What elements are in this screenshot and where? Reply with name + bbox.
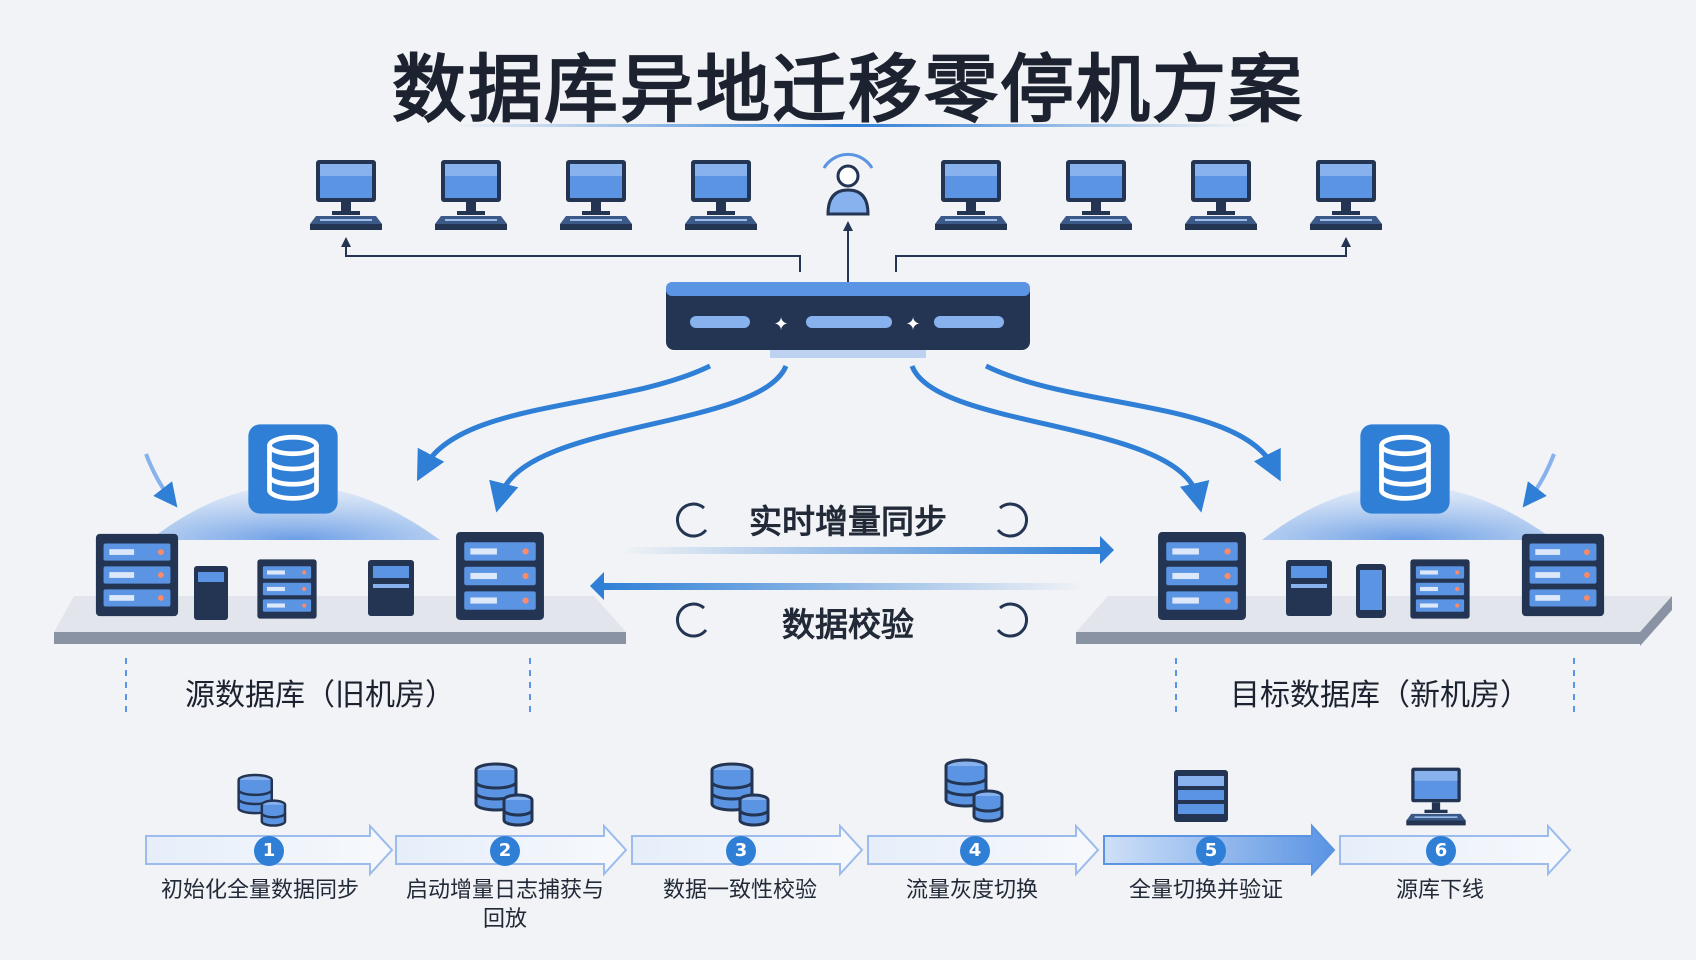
load-balancer-icon: ✦ ✦ — [666, 282, 1030, 358]
target-db-label: 目标数据库（新机房） — [1230, 678, 1530, 713]
verify-label: 数据校验 — [782, 605, 914, 644]
step-number: 1 — [254, 836, 284, 866]
source-datacenter — [54, 424, 626, 716]
step-label: 数据一致性校验 — [662, 878, 817, 903]
page-title: 数据库异地迁移零停机方案 — [392, 47, 1304, 133]
step-number: 4 — [960, 836, 990, 866]
server-rack-icon — [1410, 559, 1470, 619]
monitor-icon — [685, 160, 757, 230]
svg-text:✦: ✦ — [905, 314, 920, 335]
server-rack-icon — [257, 559, 317, 619]
user-icon — [822, 152, 874, 216]
step-label: 流量灰度切换 — [905, 878, 1038, 903]
monitor-icon — [935, 160, 1007, 230]
step-number: 6 — [1426, 836, 1456, 866]
title-underline — [452, 124, 1252, 127]
refresh-icon — [996, 502, 1029, 538]
database-icon — [237, 773, 287, 828]
database-icon — [710, 762, 770, 827]
step-number: 5 — [1196, 836, 1226, 866]
database-icon — [1360, 424, 1449, 513]
database-icon — [474, 762, 534, 827]
step-timeline — [145, 758, 1572, 877]
step-number: 2 — [490, 836, 520, 866]
monitor-icon — [435, 160, 507, 230]
step-label: 源库下线 — [1395, 878, 1484, 903]
monitor-icon — [560, 160, 632, 230]
source-db-label: 源数据库（旧机房） — [185, 678, 455, 713]
step-number: 3 — [726, 836, 756, 866]
database-icon — [944, 758, 1004, 823]
sync-arrows — [590, 536, 1114, 600]
server-rack-icon — [1158, 532, 1246, 620]
step-label: 启动增量日志捕获与回放 — [405, 878, 604, 932]
refresh-icon — [996, 602, 1029, 638]
step-label: 全量切换并验证 — [1128, 878, 1283, 903]
refresh-icon — [675, 502, 708, 538]
server-rack-icon — [456, 532, 544, 620]
svg-text:✦: ✦ — [773, 314, 788, 335]
monitor-icon — [1185, 160, 1257, 230]
client-connectors — [341, 221, 1351, 282]
monitor-icon — [1060, 160, 1132, 230]
step-label: 初始化全量数据同步 — [160, 878, 359, 903]
distribution-arrows — [416, 363, 1281, 513]
sync-label: 实时增量同步 — [749, 502, 947, 541]
refresh-icon — [675, 602, 708, 638]
database-icon — [248, 424, 337, 513]
target-datacenter — [1076, 424, 1672, 716]
monitor-icon — [310, 160, 382, 230]
server-icon — [1174, 770, 1228, 822]
refresh-icons — [675, 502, 1029, 638]
server-rack-icon — [1521, 533, 1605, 617]
server-rack-icon — [95, 533, 179, 617]
monitor-icon — [1310, 160, 1382, 230]
monitor-icon — [1406, 767, 1466, 826]
